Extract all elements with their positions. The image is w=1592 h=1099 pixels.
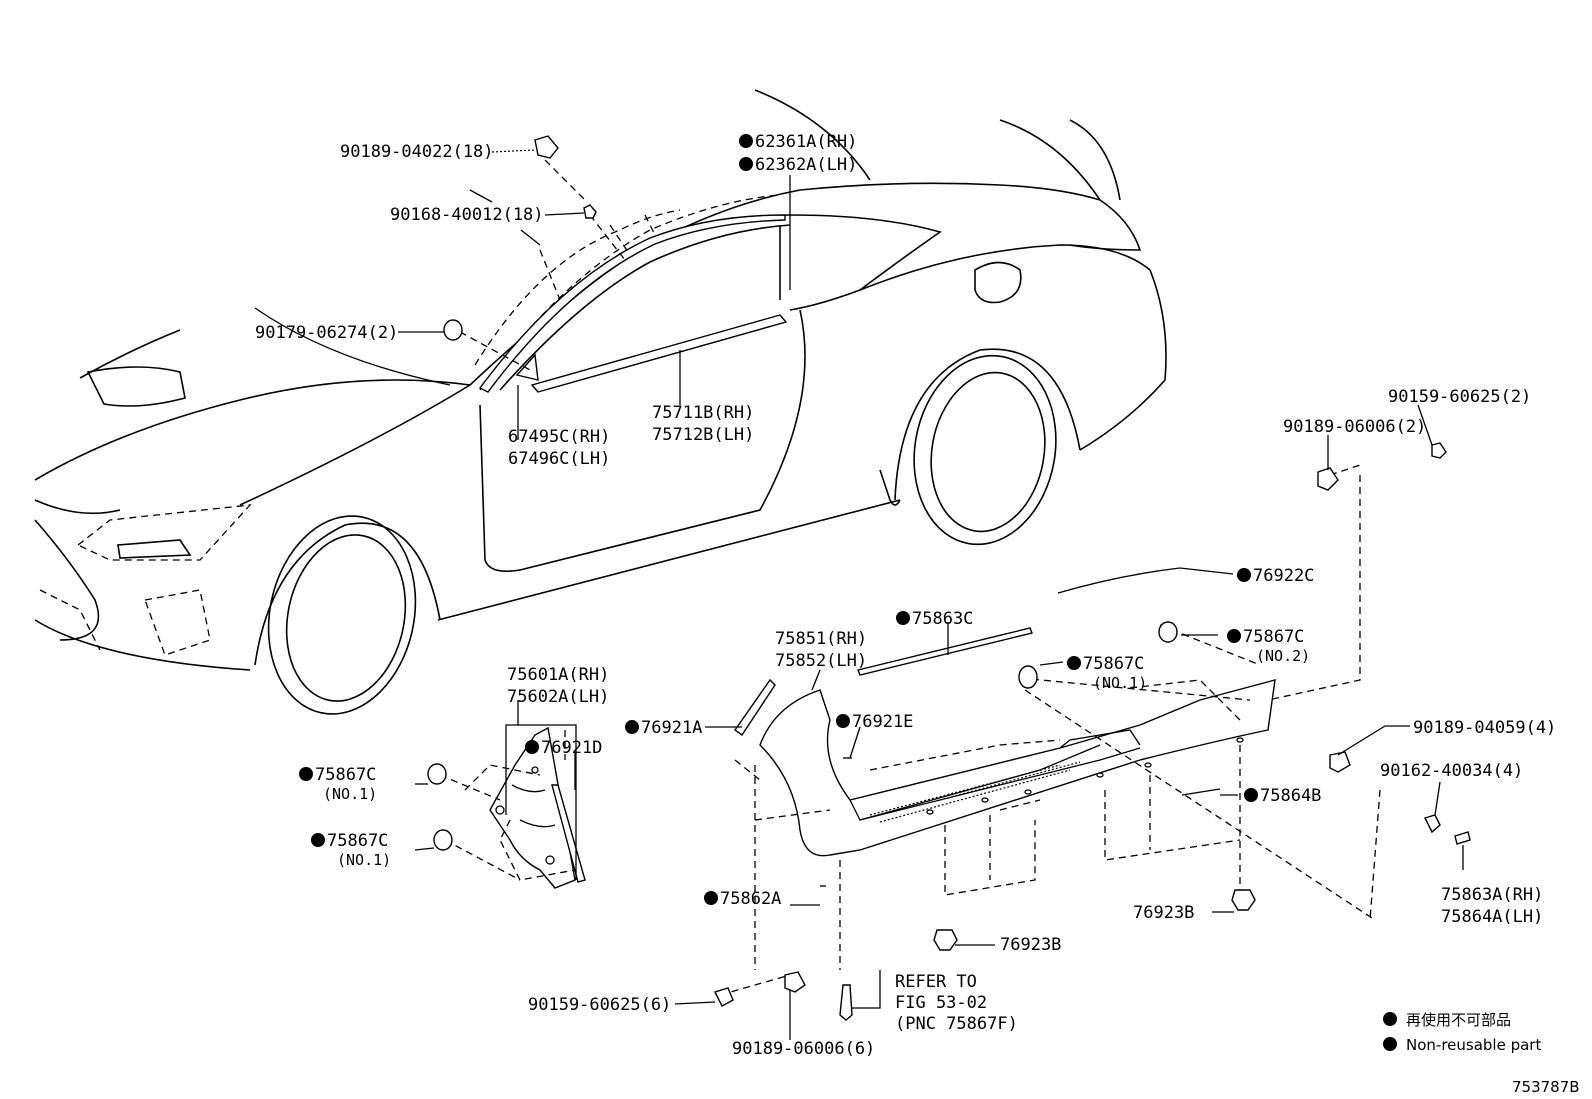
rocker-panel-assembly: [734, 567, 1276, 887]
label-75867c-no1-mid: 75867C: [1083, 654, 1144, 674]
label-76922c: 76922C: [1253, 566, 1314, 586]
screw-icon: [583, 204, 597, 219]
label-76921d: 76921D: [541, 738, 602, 758]
non-reusable-bullet-icon: [836, 714, 850, 728]
non-reusable-bullet-icon: [1237, 568, 1251, 582]
push-clip-icon: [839, 984, 853, 1021]
dashed-leaders: [439, 159, 1381, 996]
screw-icon: [1431, 442, 1447, 459]
label-90162-40034: 90162-40034(4): [1380, 761, 1523, 781]
label-75863c: 75863C: [912, 609, 973, 629]
bracket-75601a: [489, 726, 586, 889]
label-90168-40012: 90168-40012(18): [390, 205, 544, 225]
label-90189-04059: 90189-04059(4): [1413, 718, 1556, 738]
screw-icon: [1424, 814, 1441, 834]
car-body-outline: [34, 89, 1167, 715]
label-76923b-bottom: 76923B: [1000, 935, 1061, 955]
label-refer-to: REFER TO: [895, 972, 977, 992]
non-reusable-bullet-icon: [1383, 1037, 1397, 1051]
non-reusable-bullet-icon: [625, 720, 639, 734]
label-75864a: 75864A(LH): [1441, 907, 1543, 927]
grommet-icon: [433, 829, 453, 851]
clip-icon: [1317, 467, 1339, 491]
label-75863a: 75863A(RH): [1441, 885, 1543, 905]
label-90189-04022: 90189-04022(18): [340, 142, 494, 162]
nut-icon: [443, 319, 463, 341]
clip-icon: [784, 971, 806, 993]
label-90159-60625-2: 90159-60625(2): [1388, 387, 1531, 407]
label-75601a: 75601A(RH): [507, 665, 609, 685]
non-reusable-bullet-icon: [739, 157, 753, 171]
part-labels: 90189-04022(18) 90168-40012(18) 62361A(R…: [255, 132, 1556, 1059]
label-67496c: 67496C(LH): [508, 449, 610, 469]
label-90179-06274: 90179-06274(2): [255, 323, 398, 343]
label-75602a: 75602A(LH): [507, 687, 609, 707]
label-76923b-right: 76923B: [1133, 903, 1194, 923]
grommet-icon: [1018, 665, 1038, 689]
label-no1-b: (NO.1): [337, 851, 391, 869]
non-reusable-bullet-icon: [896, 611, 910, 625]
roof-drip-molding: [478, 214, 786, 393]
non-reusable-bullet-icon: [299, 767, 313, 781]
non-reusable-bullet-icon: [1244, 788, 1258, 802]
nut-icon: [933, 929, 958, 951]
label-90189-06006-6: 90189-06006(6): [732, 1039, 875, 1059]
legend: 再使用不可部品 Non-reusable part: [1383, 1011, 1541, 1054]
non-reusable-bullet-icon: [1227, 629, 1241, 643]
non-reusable-bullet-icon: [1383, 1012, 1397, 1026]
label-90189-06006-2: 90189-06006(2): [1283, 417, 1426, 437]
legend-en: Non-reusable part: [1406, 1036, 1541, 1054]
label-leaders: [254, 149, 1464, 1040]
label-75867c-no1-a: 75867C: [315, 765, 376, 785]
legend-jp: 再使用不可部品: [1406, 1011, 1511, 1029]
non-reusable-bullet-icon: [311, 833, 325, 847]
non-reusable-bullet-icon: [525, 740, 539, 754]
label-no1-a: (NO.1): [323, 785, 377, 803]
screw-icon: [714, 987, 734, 1007]
nut-icon: [1231, 889, 1256, 911]
label-75867c-no1-b: 75867C: [327, 831, 388, 851]
label-75852: 75852(LH): [775, 651, 867, 671]
label-75862a: 75862A: [720, 889, 781, 909]
clip-icon: [1329, 751, 1351, 773]
label-62362a: 62362A(LH): [755, 155, 857, 175]
pin-icon: [1454, 831, 1471, 845]
label-76921a: 76921A: [641, 718, 702, 738]
label-62361a: 62361A(RH): [755, 132, 857, 152]
label-90159-60625-6: 90159-60625(6): [528, 995, 671, 1015]
non-reusable-bullet-icon: [704, 891, 718, 905]
figure-code: 753787B: [1512, 1078, 1580, 1096]
label-75864b: 75864B: [1260, 786, 1321, 806]
corner-piece: [515, 353, 539, 381]
clip-icon: [534, 135, 559, 159]
label-67495c: 67495C(RH): [508, 427, 610, 447]
label-no2: (NO.2): [1256, 647, 1310, 665]
label-75851: 75851(RH): [775, 629, 867, 649]
label-75867c-no2: 75867C: [1243, 627, 1304, 647]
belt-molding: [530, 314, 788, 393]
grommet-icon: [427, 763, 447, 785]
label-76921e: 76921E: [852, 712, 913, 732]
label-refer-pnc: (PNC 75867F): [895, 1014, 1018, 1034]
non-reusable-bullet-icon: [1067, 656, 1081, 670]
label-no1-mid: (NO.1): [1093, 674, 1147, 692]
label-75712b: 75712B(LH): [652, 425, 754, 445]
non-reusable-bullet-icon: [739, 134, 753, 148]
grommet-icon: [1158, 621, 1178, 643]
fasteners: [427, 135, 1471, 1021]
label-75711b: 75711B(RH): [652, 403, 754, 423]
label-refer-fig: FIG 53-02: [895, 993, 987, 1013]
